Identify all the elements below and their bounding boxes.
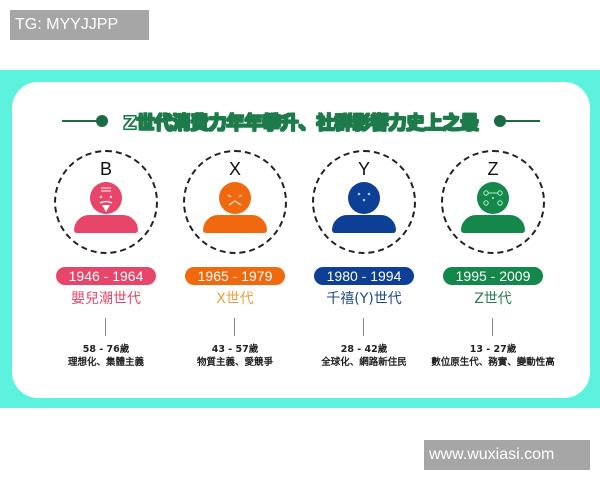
traits: 數位原生代、務實、變動性高 xyxy=(431,357,555,368)
person-body xyxy=(332,215,396,233)
person-icon xyxy=(348,182,380,214)
watermark-top: TG: MYYJJPP xyxy=(10,10,149,40)
years-badge: 1965 - 1979 xyxy=(185,267,285,285)
years-badge: 1946 - 1964 xyxy=(56,267,156,285)
dashed-circle xyxy=(54,150,158,254)
dashed-circle xyxy=(441,150,545,254)
person-body xyxy=(74,215,138,233)
generation-y: Y 1980 - 1994 千禧(Y)世代 28 - 42歲 全球化、網路新住民 xyxy=(304,150,424,390)
age-range: 43 - 57歲 xyxy=(211,344,259,355)
elder-person-icon xyxy=(90,182,122,214)
generation-boomer: B 1946 - 1964 嬰兒潮世代 58 - 76歲 理想化、集體主義 xyxy=(46,150,166,390)
infographic-title: Z世代消費力年年攀升、社群影響力史上之最 xyxy=(123,113,479,135)
traits: 物質主義、愛競爭 xyxy=(196,357,273,368)
age-range: 58 - 76歲 xyxy=(82,344,130,355)
connector-line xyxy=(492,318,493,336)
person-body xyxy=(461,215,525,233)
title-row: Z世代消費力年年攀升、社群影響力史上之最 xyxy=(12,110,590,135)
title-dot-left xyxy=(96,115,108,127)
title-divider-right xyxy=(500,120,540,122)
generation-name: X世代 xyxy=(216,291,254,307)
generation-name: 千禧(Y)世代 xyxy=(326,291,402,307)
generation-name: Z世代 xyxy=(474,291,512,307)
traits: 理想化、集體主義 xyxy=(67,357,144,368)
generation-x: X 1965 - 1979 X世代 43 - 57歲 物質主義、愛競爭 xyxy=(175,150,295,390)
generation-name: 嬰兒潮世代 xyxy=(71,291,141,307)
traits: 全球化、網路新住民 xyxy=(321,357,407,368)
title-divider-left xyxy=(62,120,102,122)
connector-line xyxy=(234,318,235,336)
connector-line xyxy=(363,318,364,336)
age-range: 13 - 27歲 xyxy=(469,344,517,355)
years-badge: 1995 - 2009 xyxy=(443,267,543,285)
years-badge: 1980 - 1994 xyxy=(314,267,414,285)
generation-z: Z 1995 - 2009 Z世代 13 - 27歲 數位原生代、務實、變動性高 xyxy=(431,150,555,390)
dashed-circle xyxy=(183,150,287,254)
generation-letter: X xyxy=(228,159,241,179)
generation-letter: B xyxy=(99,159,112,179)
generation-letter: Y xyxy=(357,159,370,179)
watermark-bottom: www.wuxiasi.com xyxy=(424,440,590,470)
generation-letter: Z xyxy=(487,159,499,179)
connector-line xyxy=(105,318,106,336)
connected-person-icon xyxy=(477,182,509,214)
infographic-panel: Z世代消費力年年攀升、社群影響力史上之最 B 1946 - 1964 嬰兒潮世代… xyxy=(12,82,590,398)
person-body xyxy=(203,215,267,233)
dashed-circle xyxy=(312,150,416,254)
mustache-person-icon xyxy=(219,182,251,214)
age-range: 28 - 42歲 xyxy=(340,344,388,355)
